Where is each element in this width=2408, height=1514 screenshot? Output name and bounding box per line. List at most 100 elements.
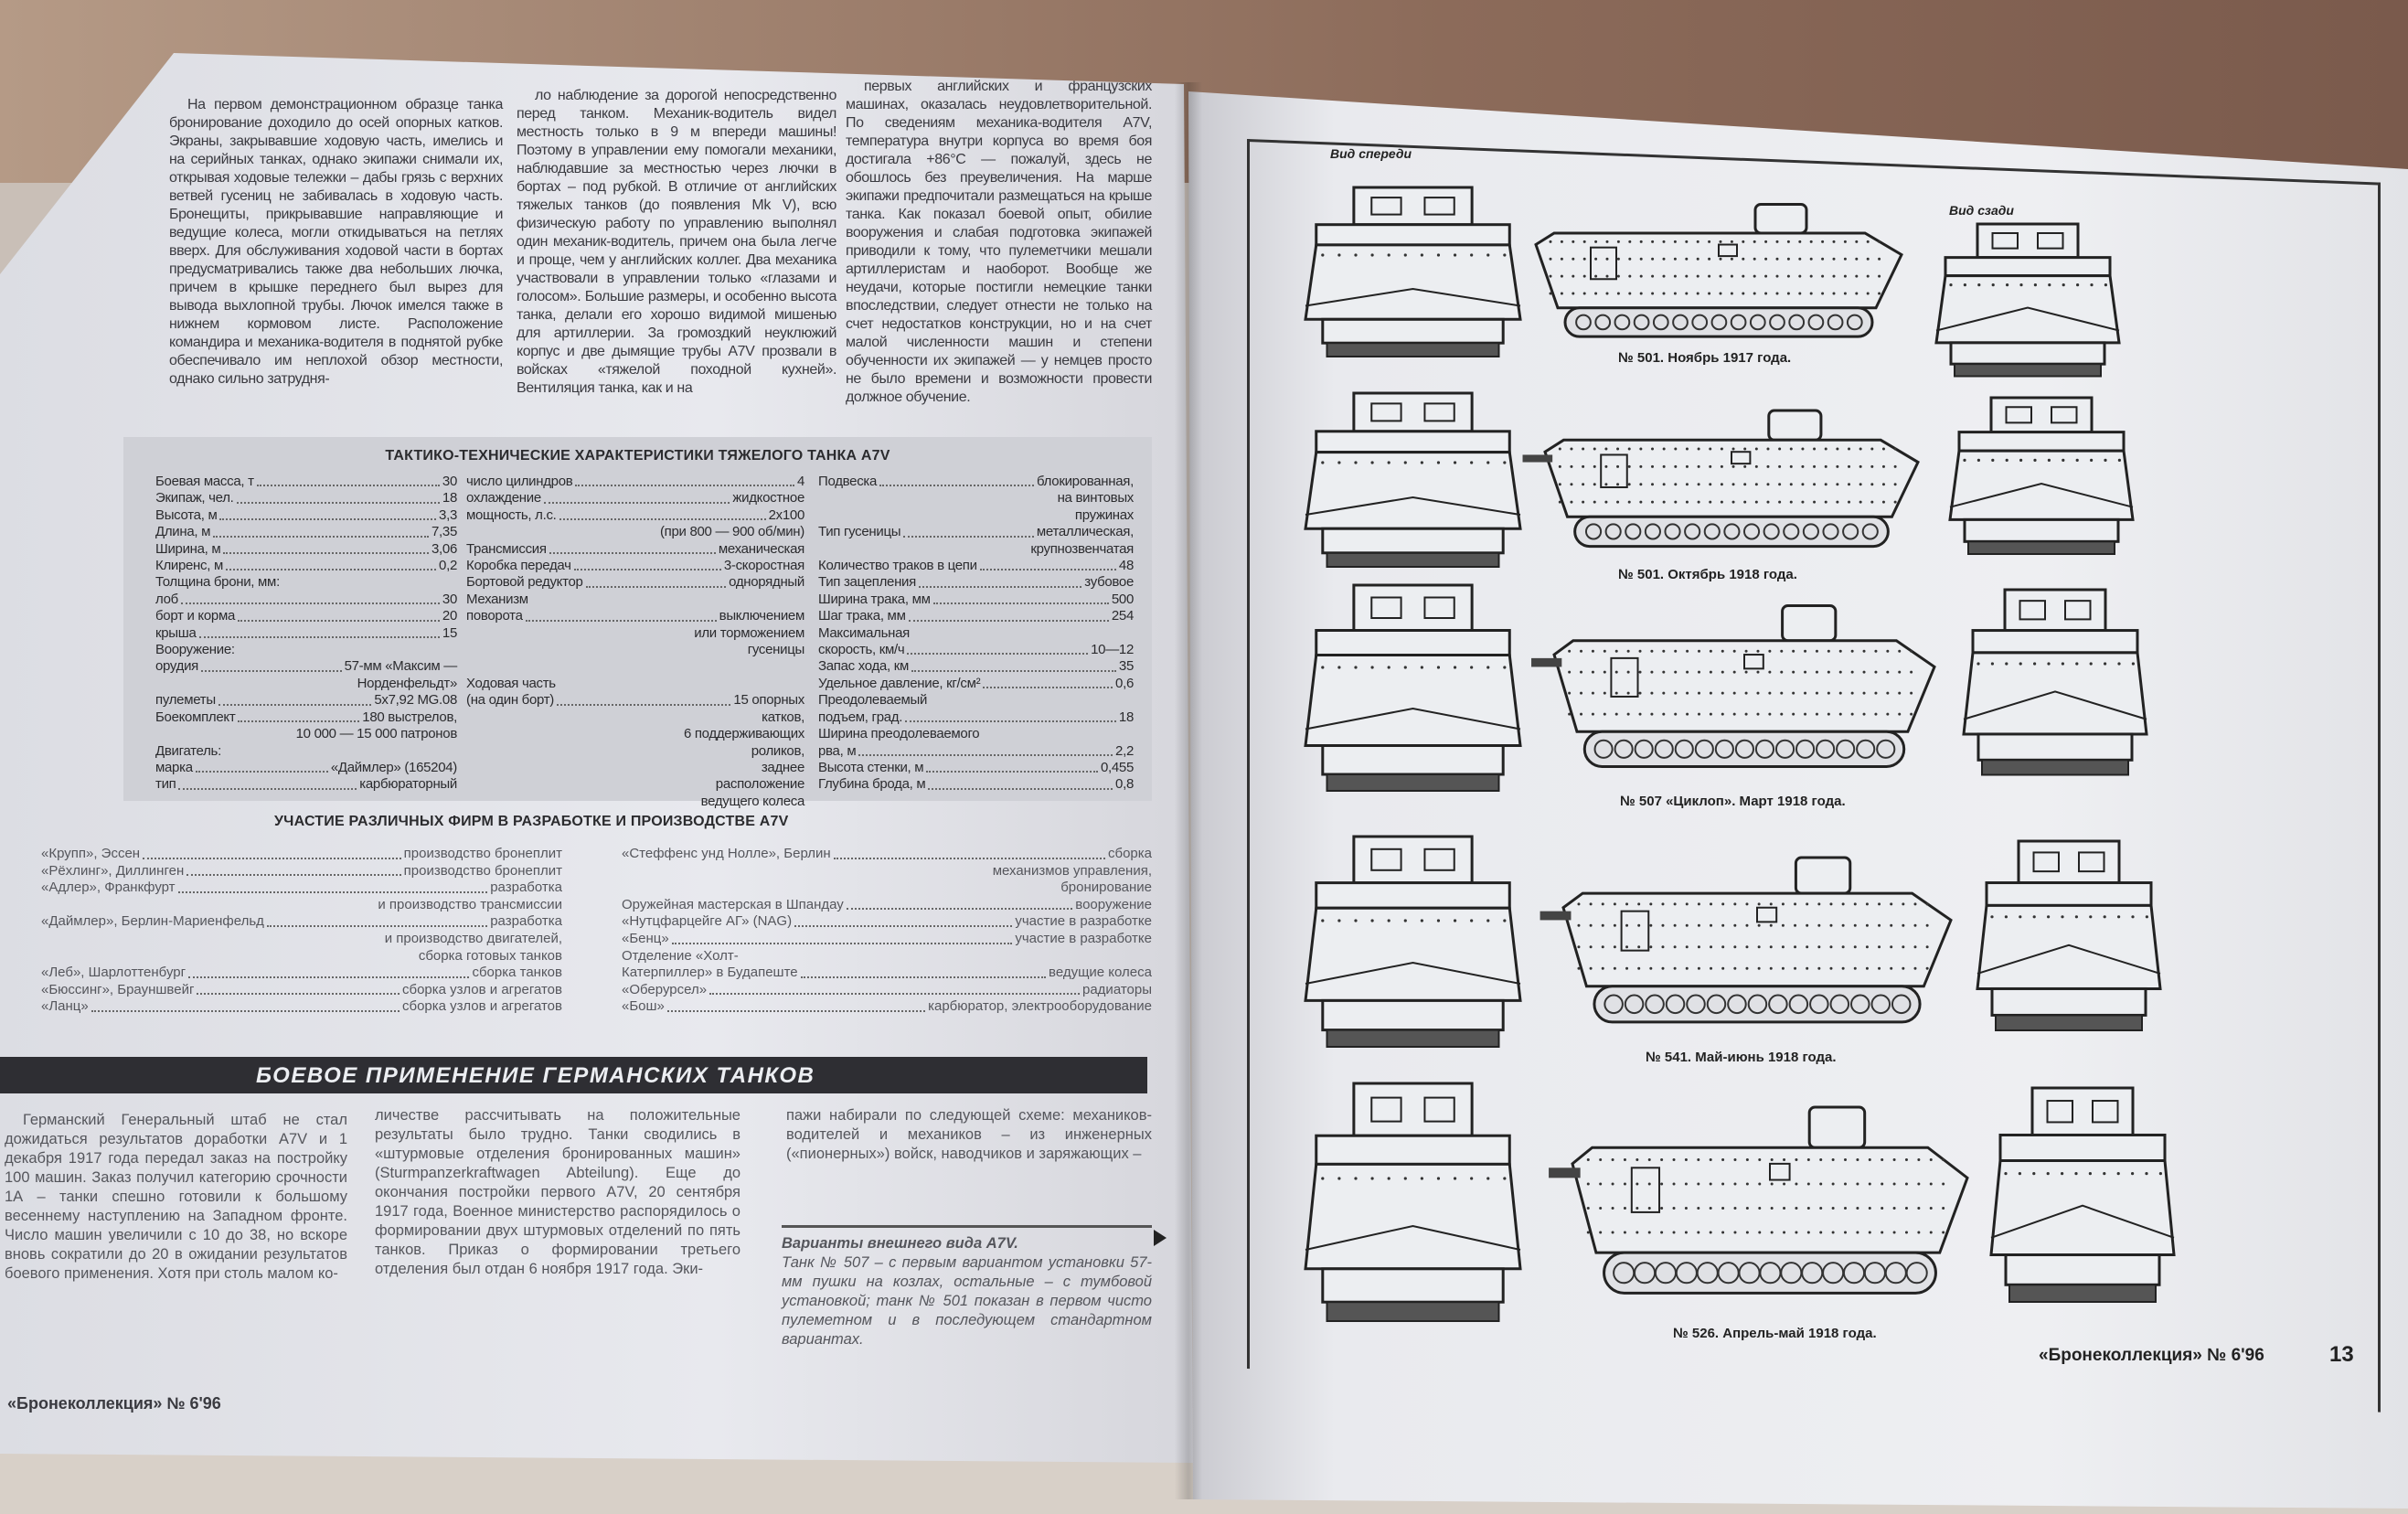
body-column-2: личестве рассчитывать на положительные р… [375, 1107, 741, 1277]
road-wheel [1652, 314, 1669, 331]
spec-label: Ходовая часть [466, 675, 556, 691]
rivet [1673, 240, 1677, 243]
rivet [1638, 691, 1642, 695]
rivet [1829, 945, 1833, 949]
rivet [1733, 902, 1737, 906]
rivet [1794, 902, 1797, 906]
rivet [1862, 712, 1866, 716]
rivet [2131, 915, 2135, 919]
rivet [1387, 666, 1390, 669]
rivet [1673, 257, 1677, 261]
rivet [2019, 458, 2023, 462]
rivet [1878, 292, 1881, 295]
spec-value: участие в разработке [1015, 930, 1152, 946]
side-hatch [1743, 654, 1764, 670]
spec-label: «Нутцфарцейге АГ» (NAG) [622, 913, 793, 930]
rivet [1910, 670, 1913, 674]
tracks [1967, 540, 2115, 556]
rivet [1859, 464, 1862, 468]
rivet [1614, 691, 1618, 695]
rivet [1913, 945, 1917, 949]
spec-value: 18 [1118, 709, 1134, 725]
rivet [1792, 649, 1795, 653]
rivet [1806, 966, 1809, 970]
rivet [1868, 1231, 1871, 1234]
road-wheel [1774, 739, 1795, 759]
rivet [2090, 283, 2094, 287]
rivet [1593, 500, 1596, 504]
rivet [1710, 945, 1713, 949]
lower-hull [1976, 732, 2134, 762]
rivet [1603, 691, 1606, 695]
rivet [1582, 464, 1585, 468]
tracks [1995, 1014, 2143, 1031]
firms-title: УЧАСТИЕ РАЗЛИЧНЫХ ФИРМ В РАЗРАБОТКЕ И ПР… [274, 814, 789, 829]
rivet [1674, 447, 1678, 451]
dot-leader [200, 669, 342, 672]
spec-value: 0,455 [1100, 759, 1134, 775]
side-hatch [1718, 243, 1738, 258]
rivet [1591, 691, 1594, 695]
rivet [1710, 966, 1713, 970]
road-wheel [1788, 994, 1809, 1015]
rivet [2062, 283, 2065, 287]
spec-row: подъем, град.18 [818, 709, 1134, 726]
rivet [1878, 945, 1881, 949]
rivet [1611, 1231, 1614, 1234]
spec-row: марка«Даймлер» (165204) [155, 760, 457, 776]
rivet [1786, 240, 1790, 243]
rivet [1321, 666, 1325, 669]
dot-leader [543, 501, 730, 504]
rivet [1709, 483, 1712, 486]
spec-label: Трансмиссия [466, 540, 547, 557]
side-view-4 [1540, 856, 1953, 1024]
rivet [1789, 500, 1793, 504]
rivet [1824, 500, 1827, 504]
road-wheel [1754, 739, 1775, 759]
rivet [2019, 283, 2023, 287]
dot-leader [911, 669, 1116, 672]
rivet [1672, 1182, 1676, 1186]
specifications-table: ТАКТИКО-ТЕХНИЧЕСКИЕ ХАРАКТЕРИСТИКИ ТЯЖЕЛ… [123, 437, 1152, 809]
rivet [1616, 274, 1620, 278]
spec-row: Максимальная [818, 625, 1134, 642]
rivet [1611, 1157, 1614, 1161]
rivet [1881, 447, 1885, 451]
spec-label: «Адлер», Франкфурт [41, 880, 176, 896]
dot-leader [549, 552, 716, 555]
rivet [1582, 274, 1586, 278]
spec-value: металлическая, [1036, 524, 1134, 540]
rivet [1733, 1231, 1737, 1234]
rear-view-5 [1989, 1086, 2176, 1304]
rivet [1604, 483, 1608, 486]
rear-view-1 [1934, 222, 2121, 378]
rivet [1804, 691, 1807, 695]
rivet [1628, 292, 1632, 295]
road-wheel [1584, 523, 1603, 540]
road-wheel [1850, 994, 1870, 1015]
dot-leader [932, 602, 1109, 605]
rivet [1453, 461, 1457, 464]
spec-value: вооружение [1075, 896, 1152, 912]
road-wheel [1691, 314, 1709, 331]
spec-value: 6 поддерживающих [683, 726, 804, 742]
rivet [1709, 464, 1712, 468]
rivet [1832, 257, 1836, 261]
spec-row: «Оберурсел»радиаторы [622, 982, 1152, 999]
rivet [1636, 1157, 1639, 1161]
rivet [1486, 1177, 1490, 1180]
rivet [1870, 464, 1874, 468]
rivet [1865, 945, 1869, 949]
rivet [1605, 292, 1609, 295]
rivet [1660, 1207, 1664, 1210]
rivet [1639, 274, 1643, 278]
rivet [1650, 670, 1654, 674]
spec-row: Норденфельдт» [155, 676, 458, 692]
rivet [1853, 923, 1857, 927]
rivet [1789, 483, 1793, 486]
rivet [1591, 712, 1594, 716]
spec-value: 500 [1111, 591, 1134, 607]
